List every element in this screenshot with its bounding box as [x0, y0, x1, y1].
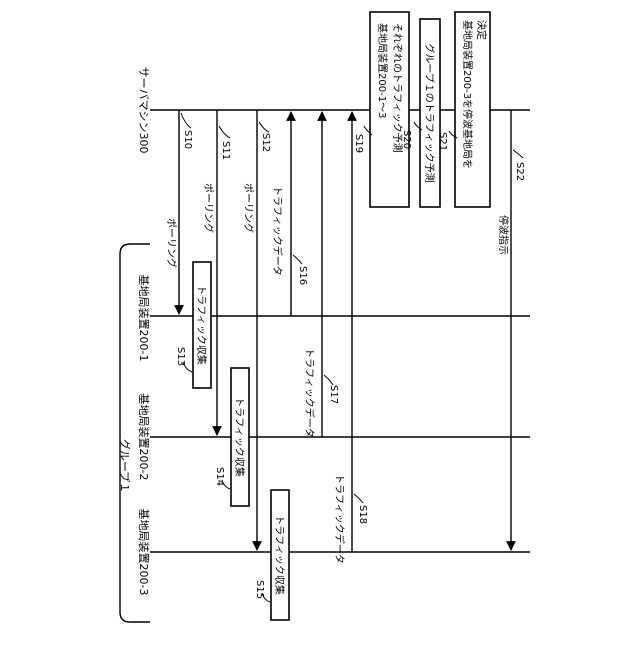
- process-s21-line1: 基地局装置200-3を停波基地局を: [461, 20, 474, 169]
- process-s21-line2: 決定: [475, 20, 488, 40]
- polling-label-3: ポーリング: [242, 183, 255, 233]
- group-label: グループ１: [118, 439, 132, 493]
- step-leader-s10: [181, 113, 191, 128]
- process-box-s19: [370, 12, 409, 207]
- collect-label-1: トラフィック収集: [195, 285, 208, 365]
- step-s11: S11: [220, 141, 231, 160]
- entity-bs1-label: 基地局装置200-1: [137, 275, 150, 362]
- traffic-data-label-1: トラフィックデータ: [271, 186, 284, 276]
- collect-label-3: トラフィック収集: [273, 515, 286, 595]
- step-s14: S14: [214, 467, 225, 486]
- polling-label-2: ポーリング: [202, 183, 215, 233]
- step-s10: S10: [182, 130, 193, 149]
- step-s13: S13: [175, 347, 186, 366]
- stop-instruction-label: 停波指示: [497, 215, 510, 255]
- step-leader-s12: [259, 122, 269, 132]
- step-leader-s16: [293, 255, 302, 264]
- traffic-data-label-3: トラフィックデータ: [333, 474, 346, 564]
- polling-label-1: ポーリング: [165, 218, 178, 268]
- step-s16: S16: [297, 266, 308, 285]
- step-leader-s22: [513, 150, 523, 158]
- step-leader-s18: [354, 494, 363, 503]
- step-leader-s17: [324, 375, 333, 385]
- step-s15: S15: [254, 580, 265, 599]
- step-s12: S12: [260, 133, 271, 152]
- entity-bs2-label: 基地局装置200-2: [137, 394, 150, 481]
- entity-bs3-label: 基地局装置200-3: [137, 509, 150, 596]
- traffic-data-label-2: トラフィックデータ: [303, 348, 316, 438]
- collect-label-2: トラフィック収集: [233, 397, 246, 477]
- step-s18: S18: [357, 505, 368, 524]
- step-s17: S17: [328, 385, 339, 404]
- entity-server-label: サーバマシン300: [137, 67, 150, 154]
- step-leader-s11: [219, 126, 230, 138]
- step-s19: S19: [353, 134, 364, 153]
- process-s20-label: グループ１のトラフィック予測: [423, 43, 436, 182]
- step-s20: S20: [401, 130, 412, 149]
- step-s22: S22: [514, 162, 525, 181]
- process-s19-line1: 基地局装置200-1～3: [376, 23, 389, 118]
- step-s21: S21: [437, 132, 448, 151]
